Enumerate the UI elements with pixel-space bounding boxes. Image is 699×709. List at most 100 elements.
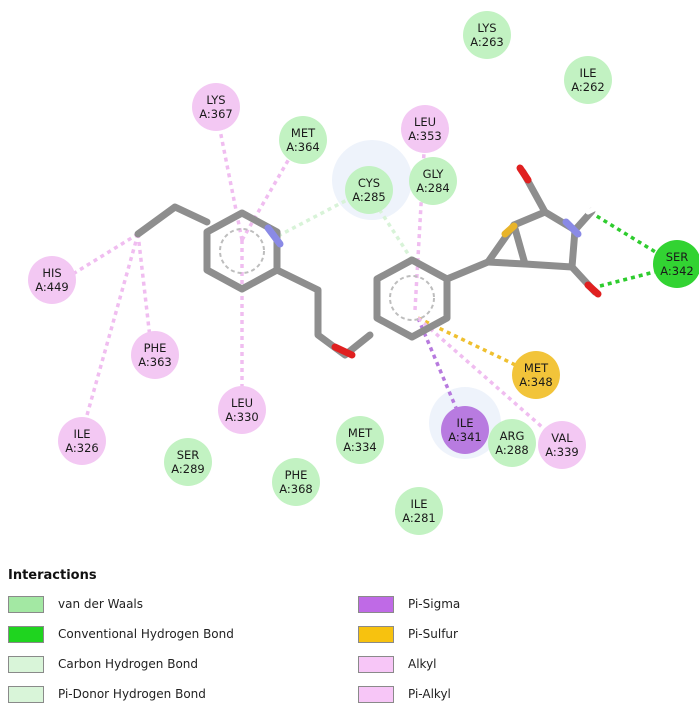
residue-layer: LYSA:263ILEA:262LYSA:367META:364LEUA:353…	[28, 11, 699, 535]
residue-label: CYS	[358, 176, 380, 190]
residue-label: LEU	[414, 115, 436, 129]
residue-label: MET	[348, 426, 373, 440]
residue-circle	[336, 416, 384, 464]
legend-label: Carbon Hydrogen Bond	[58, 657, 199, 671]
pi-alkyl-line	[214, 109, 244, 241]
residue-label: A:342	[660, 264, 694, 278]
residue-label: ILE	[410, 497, 427, 511]
legend-swatch	[8, 625, 44, 643]
residue-label: A:330	[225, 410, 259, 424]
residue-label: A:288	[495, 443, 529, 457]
residue-circle	[131, 331, 179, 379]
residue-label: HIS	[42, 266, 61, 280]
residue-circle	[218, 386, 266, 434]
pi-sigma-line	[416, 317, 464, 423]
residue-label: PHE	[144, 341, 167, 355]
residue-label: ARG	[500, 429, 525, 443]
residue-label: A:326	[65, 441, 99, 455]
residue-label: A:341	[448, 430, 482, 444]
residue-label: A:281	[402, 511, 436, 525]
legend-swatch	[358, 625, 394, 643]
residue-label: A:367	[199, 107, 233, 121]
legend-item: Carbon Hydrogen Bond	[8, 654, 198, 674]
residue-label: A:364	[286, 140, 320, 154]
residue-label: SER	[666, 250, 689, 264]
residue-label: MET	[291, 126, 316, 140]
legend-item: Pi-Donor Hydrogen Bond	[8, 684, 206, 704]
legend-item: van der Waals	[8, 594, 143, 614]
alkyl-line	[78, 233, 140, 441]
legend-label: Conventional Hydrogen Bond	[58, 627, 234, 641]
legend-swatch	[358, 595, 394, 613]
residue-circle	[653, 240, 699, 288]
residue-label: A:289	[171, 462, 205, 476]
hbond-line	[589, 210, 663, 258]
residue-label: MET	[524, 361, 549, 375]
oxygen-atom	[516, 164, 532, 184]
residue-label: A:449	[35, 280, 69, 294]
residue-circle	[345, 166, 393, 214]
hbond-line	[599, 268, 663, 288]
residue-circle	[401, 105, 449, 153]
residue-label: ILE	[73, 427, 90, 441]
residue-circle	[538, 421, 586, 469]
legend-item: Pi-Alkyl	[358, 684, 451, 704]
legend-label: Pi-Sulfur	[408, 627, 458, 641]
residue-label: A:339	[545, 445, 579, 459]
residue-label: A:262	[571, 80, 605, 94]
sulfur-atom	[501, 222, 518, 238]
residue-label: A:363	[138, 355, 172, 369]
legend-swatch	[358, 655, 394, 673]
residue-circle	[272, 458, 320, 506]
legend-item: Alkyl	[358, 654, 437, 674]
pyridine-aromatic-ring	[219, 228, 265, 274]
residue-label: A:263	[470, 35, 504, 49]
residue-label: A:334	[343, 440, 377, 454]
pi-alkyl-line	[416, 316, 552, 436]
residue-circle	[192, 83, 240, 131]
residue-label: A:284	[416, 181, 450, 195]
residue-label: LYS	[477, 21, 496, 35]
residue-label: PHE	[285, 468, 308, 482]
residue-circle	[279, 116, 327, 164]
residue-circle	[58, 417, 106, 465]
residue-label: GLY	[423, 167, 445, 181]
residue-label: A:285	[352, 190, 386, 204]
legend-label: Pi-Sigma	[408, 597, 461, 611]
residue-label: A:353	[408, 129, 442, 143]
residue-label: A:348	[519, 375, 553, 389]
oxygen-atom	[331, 343, 356, 359]
residue-label: VAL	[551, 431, 573, 445]
legend-label: Pi-Donor Hydrogen Bond	[58, 687, 206, 701]
interaction-diagram: LYSA:263ILEA:262LYSA:367META:364LEUA:353…	[28, 11, 699, 535]
residue-label: ILE	[456, 416, 473, 430]
hydrogen-atom	[585, 205, 599, 215]
pi-alkyl-line	[240, 144, 299, 241]
residue-circle	[441, 406, 489, 454]
residue-label: LYS	[206, 93, 225, 107]
residue-circle	[512, 351, 560, 399]
oxygen-atom	[584, 281, 602, 298]
residue-label: ILE	[579, 66, 596, 80]
benzene-aromatic-ring	[389, 275, 435, 321]
residue-circle	[564, 56, 612, 104]
residue-circle	[395, 487, 443, 535]
residue-label: A:368	[279, 482, 313, 496]
